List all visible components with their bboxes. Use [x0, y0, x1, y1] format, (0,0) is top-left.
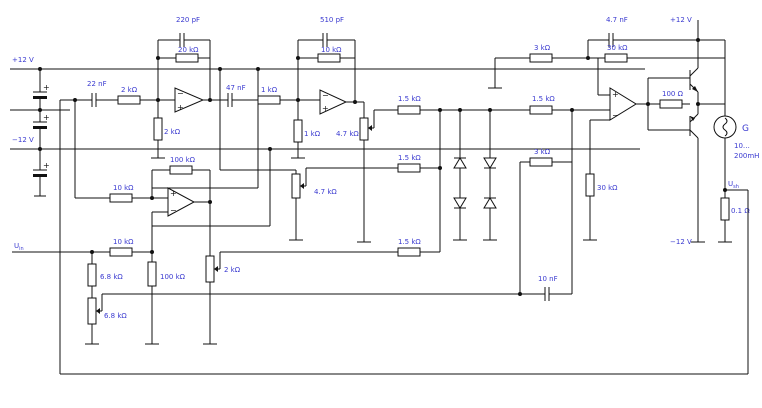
rail-neg-label: −12 V: [12, 136, 34, 144]
supply-section: + + + +12 V −12 V: [10, 56, 645, 197]
svg-text:+: +: [322, 104, 329, 113]
coil-value-2: 200mH: [734, 152, 759, 160]
stage-1-amplifier: 22 nF 2 kΩ − + 2 kΩ 220 pF 20 kΩ: [70, 16, 320, 159]
loop-amplifier: 10 kΩ + − 100 kΩ 4.: [73, 67, 398, 256]
rail-neg-right-label: −12 V: [670, 238, 692, 246]
cap-22n-label: 22 nF: [87, 80, 107, 88]
cap-47n-label: 47 nF: [226, 84, 246, 92]
r-1k5-b-label: 1.5 kΩ: [398, 154, 421, 162]
r-1k5-c-label: 1.5 kΩ: [398, 238, 421, 246]
pot-4k7-a-label: 4.7 kΩ: [336, 130, 359, 138]
pot-6k8-label: 6.8 kΩ: [104, 312, 127, 320]
rail-pos-right-label: +12 V: [670, 16, 692, 24]
r-1k5-d-label: 1.5 kΩ: [532, 95, 555, 103]
cap-4n7-label: 4.7 nF: [606, 16, 628, 24]
svg-text:−: −: [322, 91, 329, 100]
r-2k-gnd-label: 2 kΩ: [164, 128, 181, 136]
r-30k-gnd-label: 30 kΩ: [597, 184, 618, 192]
shunt-label: Ush: [728, 180, 739, 190]
pot-4k7-b-label: 4.7 kΩ: [314, 188, 337, 196]
svg-text:+: +: [43, 113, 50, 122]
r-10k-fb-label: 10 kΩ: [321, 46, 342, 54]
svg-text:+: +: [170, 189, 177, 198]
svg-text:+: +: [43, 83, 50, 92]
r-100k-fb-label: 100 kΩ: [170, 156, 196, 164]
cap-220p-label: 220 pF: [176, 16, 200, 24]
cap-10n-label: 10 nF: [538, 275, 558, 283]
svg-text:−: −: [612, 111, 619, 120]
r-1k-gnd-label: 1 kΩ: [304, 130, 321, 138]
coil-letter: G: [742, 124, 749, 134]
r-100k-gnd-label: 100 kΩ: [160, 273, 186, 281]
lower-right-network: 10 nF 3 kΩ 30 kΩ: [518, 108, 618, 301]
coil-value-1: 10…: [734, 142, 750, 150]
r-10k-in2-label: 10 kΩ: [113, 184, 134, 192]
r-10k-uin-label: 10 kΩ: [113, 238, 134, 246]
input-label: Uin: [14, 242, 24, 252]
r-20k-label: 20 kΩ: [178, 46, 199, 54]
input-section: Uin 10 kΩ 6.8 kΩ 6.8 kΩ 100 kΩ: [12, 226, 520, 345]
r-30k-fb-label: 30 kΩ: [607, 44, 628, 52]
r-1k-series-label: 1 kΩ: [261, 86, 278, 94]
output-stage: + − 3 kΩ 4.7 nF 30 kΩ 100 Ω: [59, 16, 759, 375]
svg-text:+: +: [177, 103, 184, 112]
r-0r1-label: 0.1 Ω: [731, 207, 750, 215]
r-3k-top-label: 3 kΩ: [534, 44, 551, 52]
pot-2k-label: 2 kΩ: [224, 266, 241, 274]
r-2k-in-label: 2 kΩ: [121, 86, 138, 94]
r-1k5-a-label: 1.5 kΩ: [398, 95, 421, 103]
r-100-base-label: 100 Ω: [662, 90, 684, 98]
svg-text:+: +: [612, 90, 619, 99]
stage-2-amplifier: − + 510 pF 10 kΩ 1 kΩ 4.7 kΩ: [291, 16, 398, 243]
svg-text:−: −: [170, 206, 177, 215]
summing-network: 1.5 kΩ 1.5 kΩ 1.5 kΩ 1.5 kΩ: [397, 95, 610, 257]
rail-pos-label: +12 V: [12, 56, 34, 64]
svg-text:−: −: [177, 89, 184, 98]
cap-510p-label: 510 pF: [320, 16, 344, 24]
svg-text:+: +: [43, 161, 50, 170]
r-3k-mid-label: 3 kΩ: [534, 148, 551, 156]
r-6k8-top-label: 6.8 kΩ: [100, 273, 123, 281]
